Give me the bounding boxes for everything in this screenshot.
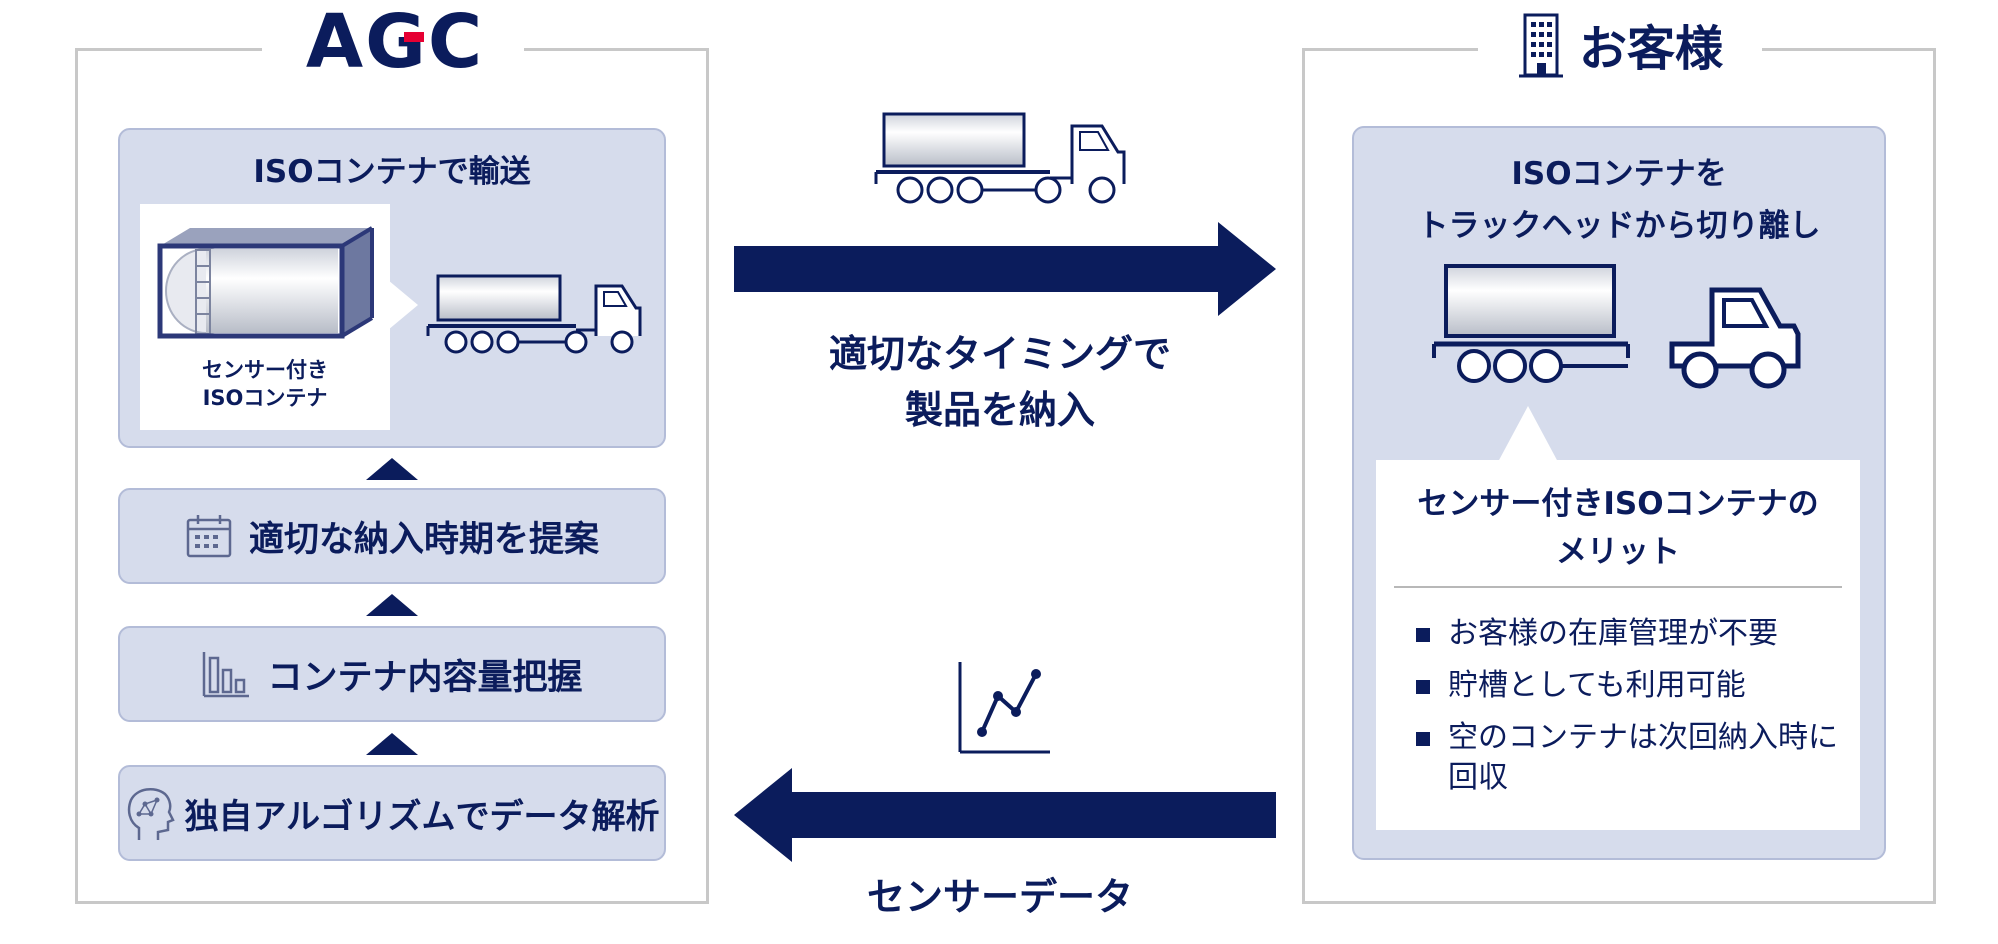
up-arrow-1 bbox=[366, 458, 418, 480]
step-label: 独自アルゴリズムでデータ解析 bbox=[184, 796, 660, 837]
step-label: 適切な納入時期を提案 bbox=[248, 519, 599, 560]
agc-logo: AGC bbox=[290, 0, 500, 85]
up-arrow-2 bbox=[366, 594, 418, 616]
merit-list: お客様の在庫管理が不要 貯槽としても利用可能 空のコンテナは次回納入時に 回収 bbox=[1416, 614, 1846, 810]
ai-head-icon bbox=[127, 787, 175, 840]
up-arrow-3 bbox=[366, 733, 418, 755]
merit-item: お客様の在庫管理が不要 bbox=[1416, 614, 1846, 654]
sensor-data-text: センサーデータ bbox=[866, 875, 1133, 919]
merit-callout-pointer bbox=[1498, 406, 1558, 462]
merit-divider bbox=[1394, 586, 1842, 588]
step-label: コンテナ内容量把握 bbox=[267, 657, 583, 698]
customer-heading-text: お客様 bbox=[1578, 21, 1723, 77]
customer-heading: お客様 bbox=[1478, 0, 1762, 88]
truck-with-container-icon bbox=[426, 274, 642, 354]
merit-item: 空のコンテナは次回納入時に 回収 bbox=[1416, 718, 1846, 798]
delivery-text: 適切なタイミングで 製品を納入 bbox=[828, 332, 1171, 432]
step-container-capacity: コンテナ内容量把握 bbox=[118, 626, 666, 722]
sensor-container-label: センサー付き ISOコンテナ bbox=[202, 358, 328, 410]
calendar-icon bbox=[186, 515, 232, 558]
agc-logo-red-mark bbox=[404, 32, 424, 42]
merit-item: 貯槽としても利用可能 bbox=[1416, 666, 1846, 706]
building-icon bbox=[1518, 13, 1563, 78]
agc-logo-wrap bbox=[262, 0, 524, 88]
bar-chart-icon bbox=[203, 652, 250, 698]
merit-title: センサー付きISOコンテナの メリット bbox=[1417, 486, 1819, 570]
merit-box bbox=[1376, 460, 1860, 830]
detached-container-icon bbox=[1432, 264, 1630, 383]
iso-tank-container-illustration bbox=[157, 226, 374, 339]
delivery-arrow-right bbox=[734, 222, 1276, 316]
truck-head-icon bbox=[1669, 287, 1801, 389]
sensor-data-arrow-left bbox=[734, 768, 1276, 862]
detach-title: ISOコンテナを トラックヘッドから切り離し bbox=[1417, 156, 1821, 244]
callout-pointer bbox=[388, 280, 418, 330]
agc-logo-text: AGC bbox=[305, 0, 485, 85]
line-chart-icon bbox=[958, 662, 1050, 754]
step-suggest-delivery: 適切な納入時期を提案 bbox=[118, 488, 666, 584]
transport-title: ISOコンテナで輸送 bbox=[253, 154, 531, 190]
step-algorithm-analysis: 独自アルゴリズムでデータ解析 bbox=[118, 765, 666, 861]
delivery-truck-icon bbox=[874, 112, 1126, 204]
